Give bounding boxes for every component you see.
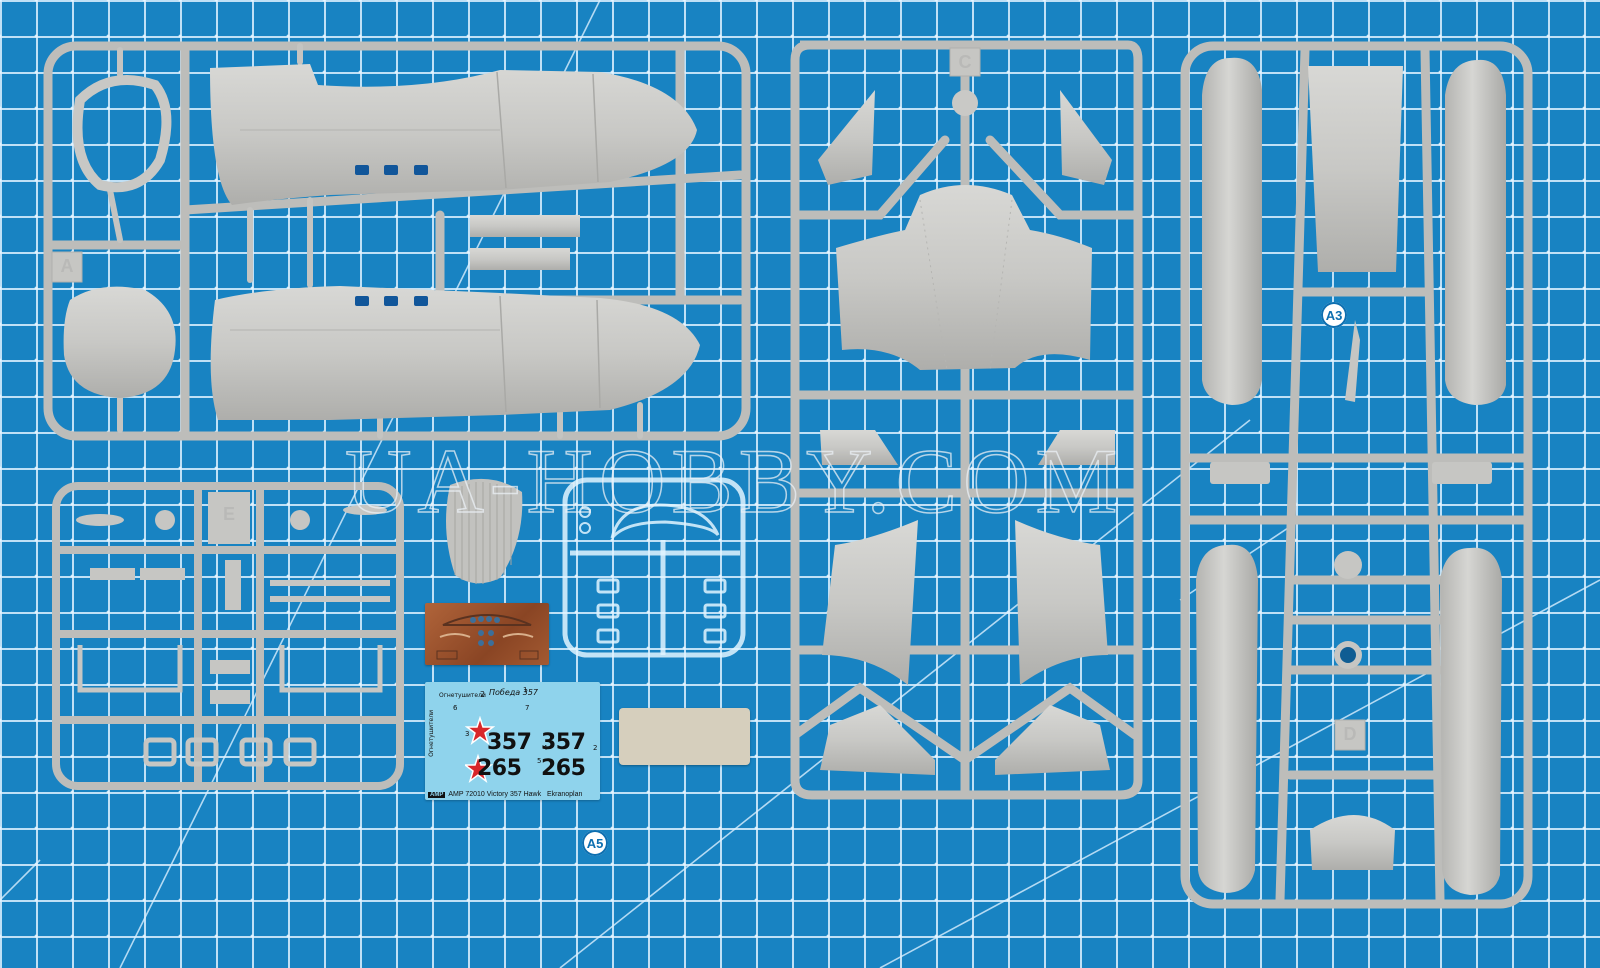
decal-number: 5 <box>537 757 542 765</box>
fuselage-half-bottom <box>210 286 701 420</box>
decal-number: 3 <box>465 730 470 738</box>
stabilizer-right <box>995 705 1110 775</box>
sprue-label-e: E <box>222 504 235 524</box>
radiator-grille-part <box>446 478 523 584</box>
decal-number: 2 <box>593 744 598 752</box>
fin-left <box>818 90 875 185</box>
side-panel-right <box>1015 520 1108 685</box>
sprue-e-detail-parts <box>76 492 390 704</box>
decal-number: 6 <box>453 704 458 712</box>
decal-number-357: 357 <box>541 730 586 755</box>
decal-sheet: Огнетушители Огнетушители 2 1 6 7 3 4 5 … <box>425 682 600 800</box>
decal-number: 7 <box>525 704 530 712</box>
marker-a5: A5 <box>582 830 608 856</box>
floats <box>1196 57 1506 895</box>
stabilizer-left <box>820 705 935 775</box>
decal-signature: Победа 357 <box>489 688 539 697</box>
center-wing-section <box>836 185 1092 371</box>
bulkhead-part <box>63 286 176 398</box>
decal-number: 2 <box>480 690 486 699</box>
panel-part-right <box>1038 430 1115 465</box>
sprue-label-d: D <box>1343 724 1357 744</box>
deck-panel <box>1308 66 1403 272</box>
decal-number: 1 <box>523 686 528 694</box>
masking-sheet <box>619 708 750 765</box>
decal-text-vertical: Огнетушители <box>428 710 435 757</box>
bulkhead-d <box>1310 815 1395 870</box>
sprue-label-c: C <box>958 52 972 72</box>
fin-right <box>1060 90 1112 185</box>
watermark: UA-HOBBY.COM <box>344 429 1124 533</box>
sprue-label-a: A <box>60 256 74 276</box>
marker-a3: A3 <box>1321 302 1347 328</box>
clear-parts-sprue <box>562 477 746 658</box>
decal-number-265: 265 <box>541 756 586 781</box>
red-star-icons <box>465 716 495 783</box>
sprue-e-frames <box>77 645 383 767</box>
panel-part-left <box>820 430 898 465</box>
decal-number-265: 265 <box>477 756 522 781</box>
photo-etch-fret <box>425 603 549 665</box>
cockpit-frame <box>72 75 172 193</box>
decal-number: 4 <box>543 744 548 752</box>
sprue-e <box>52 482 404 790</box>
round-part <box>952 90 978 116</box>
fuselage-half-top <box>210 64 697 205</box>
decal-text-extinguishers: Огнетушители <box>439 692 486 699</box>
side-panel-left <box>822 520 918 685</box>
decal-number-357: 357 <box>487 730 532 755</box>
